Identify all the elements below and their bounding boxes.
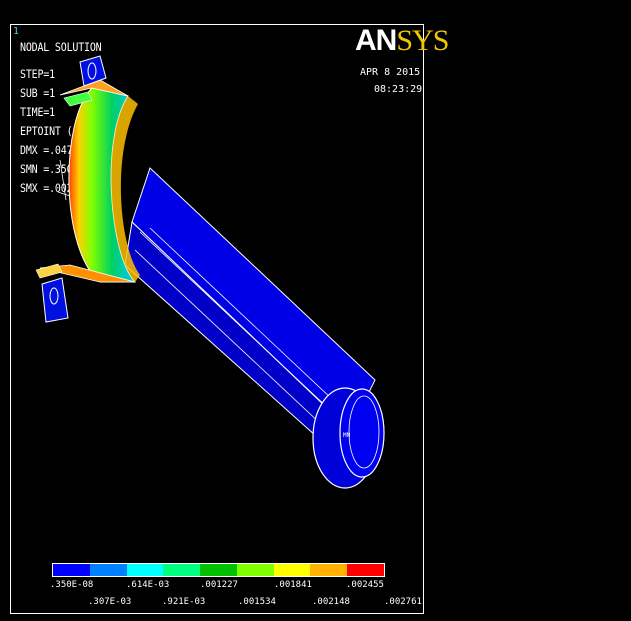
legend-swatch	[347, 564, 385, 576]
legend-label-top: .002455	[346, 580, 384, 590]
legend-label-bottom: .921E-03	[162, 597, 206, 607]
legend-swatch	[236, 564, 274, 576]
window-number: 1	[13, 26, 20, 37]
legend-label-bottom: .002148	[312, 597, 350, 607]
legend-swatch	[89, 564, 127, 576]
info-result: EPTOINT (AVG)	[20, 125, 96, 139]
legend-label-bottom: .001534	[238, 597, 276, 607]
info-sub: SUB =1	[20, 87, 55, 101]
legend-label-top: .001227	[200, 580, 238, 590]
legend-swatch	[273, 564, 311, 576]
legend-label-top: .001841	[274, 580, 312, 590]
logo-an: AN	[355, 24, 397, 57]
legend-label-bottom: .307E-03	[88, 597, 132, 607]
rod-small-end: MN	[312, 387, 385, 489]
plot-frame	[10, 24, 424, 614]
plot-time: 08:23:29	[374, 84, 423, 95]
logo-sys: SYS	[396, 24, 449, 57]
legend-swatch	[200, 564, 237, 576]
max-marker	[57, 159, 71, 201]
ansys-logo: ANSYS	[355, 24, 449, 57]
info-step: STEP=1	[20, 68, 55, 82]
legend-swatch	[126, 564, 164, 576]
legend-swatch	[310, 564, 348, 576]
info-title: NODAL SOLUTION	[20, 41, 102, 55]
legend-swatch	[163, 564, 201, 576]
rod-shank	[124, 167, 376, 463]
legend-swatch	[53, 564, 90, 576]
rod-big-end	[35, 55, 140, 323]
legend-label-top: .350E-08	[50, 580, 94, 590]
contour-legend-bar	[52, 563, 385, 577]
legend-label-bottom: .002761	[384, 597, 422, 607]
info-dmx: DMX =.047555	[20, 144, 90, 158]
plot-date: APR 8 2015	[360, 67, 421, 78]
info-time: TIME=1	[20, 106, 55, 120]
info-smn: SMN =.350E-08	[20, 163, 96, 177]
info-smx: SMX =.002761	[20, 182, 90, 196]
min-marker: MN	[343, 432, 351, 439]
legend-label-top: .614E-03	[126, 580, 170, 590]
